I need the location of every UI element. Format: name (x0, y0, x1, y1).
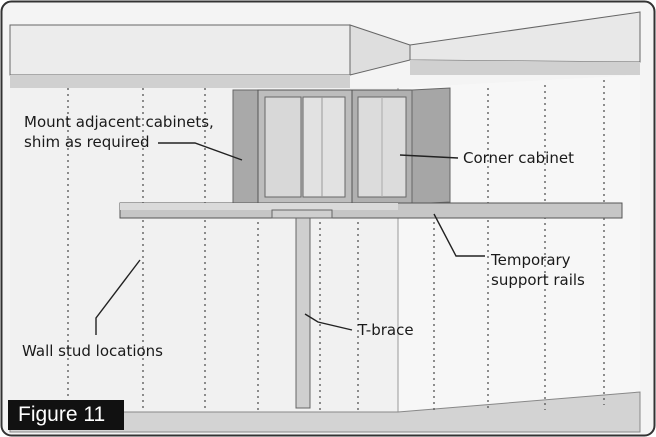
wall-stud-lines (67, 80, 605, 412)
callout-leaders (95, 142, 485, 335)
left-soffit (9, 24, 351, 76)
callout-wall-studs: Wall stud locations (22, 342, 163, 360)
t-brace-top (271, 209, 333, 219)
callout-t-brace: T-brace (358, 321, 414, 339)
adjacent-cabinet-right (411, 87, 451, 205)
right-wall (398, 75, 640, 412)
right-soffit-shadow (410, 60, 640, 75)
left-cabinet-interior-b (302, 96, 346, 198)
callout-mount-adjacent-line2: shim as required (24, 133, 150, 151)
t-brace-post (295, 217, 311, 409)
callout-temporary-rails-line1: Temporary (491, 251, 571, 269)
figure-label: Figure 11 (8, 400, 124, 430)
callout-mount-adjacent-line1: Mount adjacent cabinets, (24, 113, 214, 131)
callout-corner-cabinet: Corner cabinet (463, 149, 574, 167)
left-soffit-shadow (10, 75, 350, 88)
callout-temporary-rails-line2: support rails (491, 271, 585, 289)
left-cabinet-interior-a (264, 96, 302, 198)
